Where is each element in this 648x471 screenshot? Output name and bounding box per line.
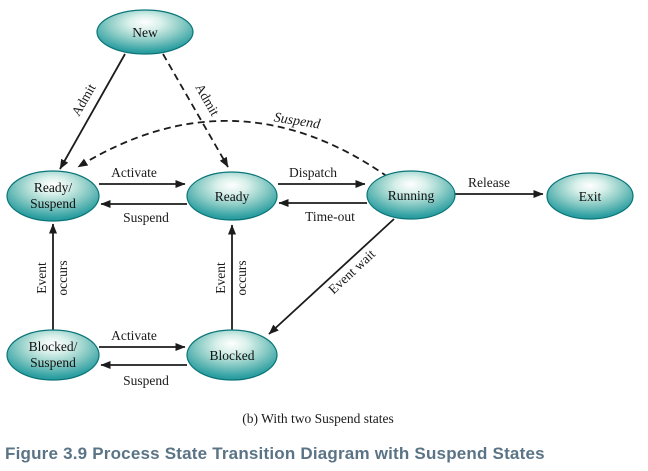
state-node-running: Running (366, 170, 456, 220)
edge-label-admit-solid: Admit (68, 81, 98, 119)
edge-label-admit-dashed: Admit (192, 81, 222, 119)
edge-label-event-wait: Event wait (325, 246, 378, 297)
state-ellipse-ready-suspend (6, 170, 100, 222)
state-label-exit: Exit (579, 189, 602, 204)
state-ellipse-exit (546, 172, 634, 220)
state-ellipse-new (96, 9, 194, 55)
state-ellipse-blocked (186, 329, 278, 381)
state-node-ready: Ready (186, 171, 278, 221)
edge-suspend-curve (77, 119, 389, 178)
state-diagram-canvas: Admit Admit Suspend Activate Suspend Dis… (6, 9, 634, 426)
edge-label-dispatch: Dispatch (289, 165, 337, 180)
state-label-blocked: Blocked (210, 348, 255, 363)
edge-label-suspend-curve: Suspend (273, 110, 322, 132)
state-label-new: New (132, 25, 158, 40)
edge-label-suspend-bottom: Suspend (123, 373, 169, 388)
state-ellipse-running (366, 170, 456, 220)
edge-label-timeout: Time-out (305, 209, 355, 224)
state-ellipse-ready (186, 171, 278, 221)
edge-label-event-occurs-left-1: Event (34, 262, 49, 294)
state-label-running: Running (388, 188, 435, 203)
edge-event-wait (268, 218, 395, 335)
figure-caption: Figure 3.9 Process State Transition Diag… (5, 444, 545, 463)
edge-label-activate-bottom: Activate (111, 328, 157, 343)
state-node-exit: Exit (546, 172, 634, 220)
edge-admit-solid (59, 53, 126, 170)
edge-label-activate-top: Activate (111, 165, 157, 180)
edge-label-release: Release (468, 175, 510, 190)
state-node-new: New (96, 9, 194, 55)
state-label-ready-suspend-1: Ready/ (34, 180, 72, 195)
sub-caption: (b) With two Suspend states (242, 411, 393, 426)
state-ellipse-blocked-suspend (6, 329, 100, 381)
edge-label-suspend-top: Suspend (123, 210, 169, 225)
state-label-ready: Ready (215, 189, 250, 204)
state-node-blocked: Blocked (186, 329, 278, 381)
edges-group: Admit Admit Suspend Activate Suspend Dis… (34, 53, 544, 388)
state-label-blocked-suspend-2: Suspend (30, 355, 76, 370)
edge-label-event-occurs-left-2: occurs (55, 260, 70, 295)
edge-admit-dashed (162, 53, 229, 168)
nodes-group: New Ready/ Suspend Ready Running Exit (6, 9, 634, 381)
state-node-blocked-suspend: Blocked/ Suspend (6, 329, 100, 381)
state-label-blocked-suspend-1: Blocked/ (29, 339, 78, 354)
edge-label-event-occurs-mid-2: occurs (234, 260, 249, 295)
edge-label-event-occurs-mid-1: Event (213, 262, 228, 294)
state-label-ready-suspend-2: Suspend (30, 196, 76, 211)
state-node-ready-suspend: Ready/ Suspend (6, 170, 100, 222)
